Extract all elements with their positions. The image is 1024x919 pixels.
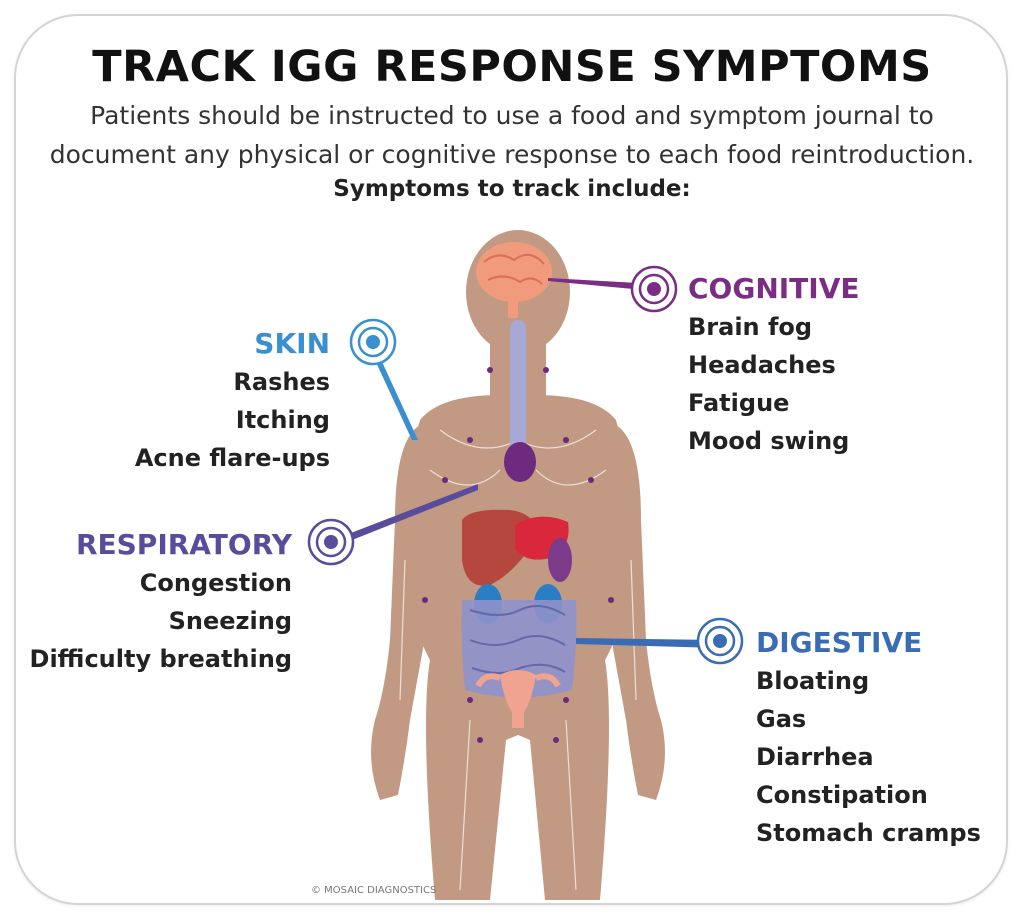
skin-group: SKIN Rashes Itching Acne flare-ups: [135, 325, 330, 477]
skin-item: Rashes: [233, 368, 330, 396]
page-title: TRACK IGG RESPONSE SYMPTOMS: [92, 42, 932, 92]
skin-pointer: [368, 340, 418, 440]
digestive-item: Stomach cramps: [756, 819, 981, 847]
respiratory-group: RESPIRATORY Congestion Sneezing Difficul…: [30, 526, 292, 678]
target-icon: [630, 265, 678, 313]
cognitive-item: Fatigue: [688, 389, 790, 417]
page-subtitle: Patients should be instructed to use a f…: [49, 101, 975, 169]
cognitive-item: Brain fog: [688, 313, 813, 341]
respiratory-pointer: [330, 484, 478, 548]
target-icon: [349, 318, 397, 366]
digestive-item: Bloating: [756, 667, 870, 695]
thyroid-icon: [504, 442, 536, 482]
vein-lines: [399, 429, 637, 891]
target-icon: [696, 617, 744, 665]
cognitive-item: Mood swing: [688, 427, 850, 455]
cognitive-group: COGNITIVE Brain fog Headaches Fatigue Mo…: [688, 270, 860, 460]
spleen-icon: [548, 538, 572, 582]
respiratory-heading: RESPIRATORY: [75, 528, 292, 561]
digestive-group: DIGESTIVE Bloating Gas Diarrhea Constipa…: [756, 624, 981, 852]
respiratory-item: Sneezing: [168, 607, 292, 635]
brain-icon: [476, 242, 552, 318]
skin-item: Acne flare-ups: [134, 444, 330, 472]
digestive-heading: DIGESTIVE: [756, 626, 923, 659]
digestive-pointer: [576, 638, 718, 648]
skin-heading: SKIN: [254, 327, 330, 360]
respiratory-item: Congestion: [139, 569, 292, 597]
cognitive-item: Headaches: [688, 351, 836, 379]
cognitive-pointer: [548, 278, 655, 291]
digestive-item: Diarrhea: [756, 743, 874, 771]
symptoms-intro: Symptoms to track include:: [333, 176, 691, 202]
target-icon: [307, 518, 355, 566]
digestive-item: Constipation: [756, 781, 928, 809]
spinal-cord: [510, 320, 526, 480]
digestive-item: Gas: [756, 705, 807, 733]
cognitive-heading: COGNITIVE: [688, 272, 860, 305]
uterus-icon: [475, 670, 561, 728]
skin-item: Itching: [235, 406, 330, 434]
lymph-nodes: [422, 367, 614, 743]
copyright-notice: © MOSAIC DIAGNOSTICS: [311, 885, 437, 896]
respiratory-item: Difficulty breathing: [29, 645, 292, 673]
